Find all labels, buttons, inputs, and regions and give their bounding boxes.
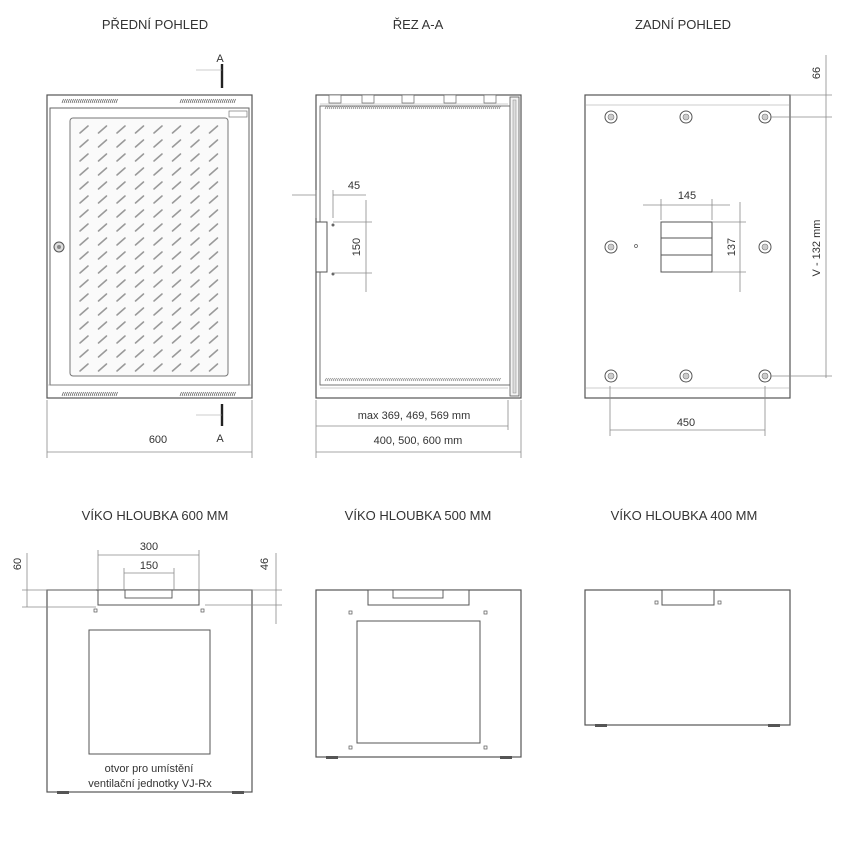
- dim-300: 300: [140, 541, 158, 553]
- lid-500-opening: [356, 620, 481, 744]
- section-view-title: ŘEZ A-A: [393, 17, 444, 32]
- back-height-dimension: V - 132 mm: [811, 220, 823, 277]
- dim-46: 46: [259, 558, 271, 570]
- back-view: 145 137 66 V - 132 mm 450: [584, 55, 832, 436]
- section-mark-bottom: A: [216, 433, 224, 445]
- lid-400-outline: [584, 589, 791, 726]
- dim-150-section: 150: [351, 238, 363, 256]
- front-view: A A 600: [46, 53, 253, 458]
- dim-60: 60: [12, 558, 24, 570]
- back-view-title: ZADNÍ POHLED: [635, 17, 731, 32]
- back-width-dimension: 450: [677, 417, 695, 429]
- lock-core-icon: [57, 245, 61, 249]
- lid-400-cable-slot: [661, 589, 715, 606]
- lid-500-title: VÍKO HLOUBKA 500 MM: [345, 508, 492, 523]
- glass-panel: [69, 117, 229, 377]
- front-view-title: PŘEDNÍ POHLED: [102, 17, 208, 32]
- lid-600-title: VÍKO HLOUBKA 600 MM: [82, 508, 229, 523]
- lid-500-view: [315, 589, 522, 759]
- section-mark-top: A: [216, 53, 224, 65]
- lid-600-view: 300 150 60 46 otvor pro umístění ventila…: [12, 541, 282, 794]
- dim-137: 137: [726, 238, 738, 256]
- logo-badge: [228, 110, 248, 118]
- ventilation-slots: [61, 98, 236, 397]
- top-brackets: [328, 94, 497, 104]
- perforation-pattern: [79, 125, 219, 372]
- dim-145: 145: [678, 190, 696, 202]
- outer-depth-dimension: 400, 500, 600 mm: [374, 435, 463, 447]
- mounting-bolts: [604, 110, 772, 383]
- front-width-dimension: 600: [149, 434, 167, 446]
- lid-400-view: [584, 589, 791, 727]
- section-vent-slots: [324, 105, 501, 382]
- dim-66: 66: [811, 67, 823, 79]
- section-inner: [319, 105, 511, 386]
- dim-45: 45: [348, 180, 360, 192]
- cable-entry-panel: [660, 221, 713, 273]
- inner-depth-dimension: max 369, 469, 569 mm: [358, 410, 471, 422]
- note-line-1: otvor pro umístění: [105, 763, 194, 775]
- section-view: 45 150 max 369, 469, 569 mm 400, 500, 60…: [292, 94, 522, 458]
- side-cutout: [315, 221, 328, 273]
- note-line-2: ventilační jednotky VJ-Rx: [88, 778, 212, 790]
- dim-150-lid: 150: [140, 560, 158, 572]
- ventilation-opening: [88, 629, 211, 755]
- lid-400-title: VÍKO HLOUBKA 400 MM: [611, 508, 758, 523]
